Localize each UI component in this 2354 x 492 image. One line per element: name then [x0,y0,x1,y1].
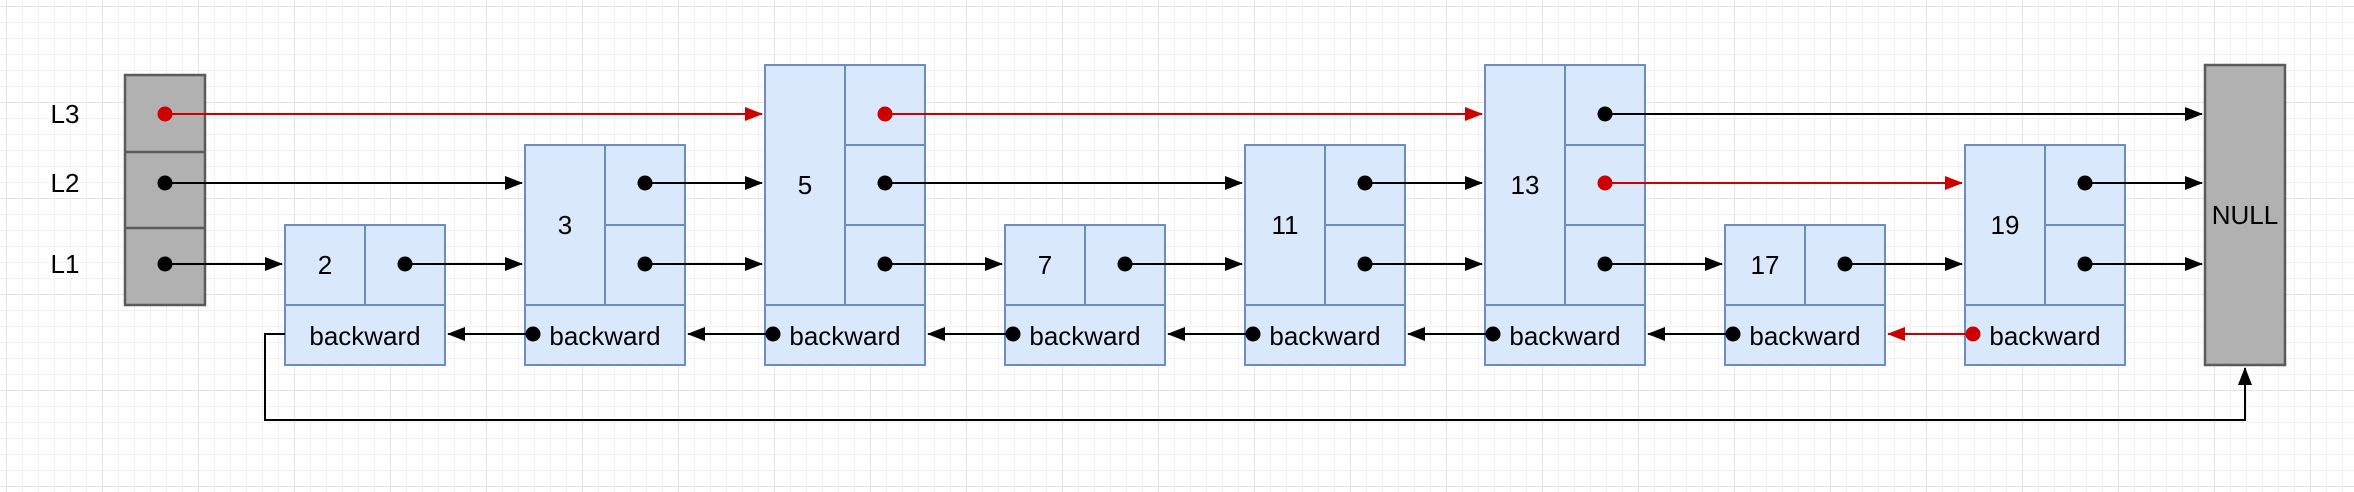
node-7-value-label: 7 [1038,250,1052,280]
node-3: 3 backward [524,144,686,366]
row-label-l1: L1 [51,249,80,279]
node-17: 17 backward [1724,224,1886,366]
skip-list-header [123,73,207,307]
node-5-value-label: 5 [798,170,812,200]
node-7: 7 backward [1004,224,1166,366]
node-11-backward-label: backward [1269,321,1380,351]
null-tail: NULL [2203,63,2287,367]
node-17-backward-label: backward [1749,321,1860,351]
node-13: 13 backward [1484,64,1646,366]
node-13-backward-label: backward [1509,321,1620,351]
node-17-value-label: 17 [1751,250,1780,280]
node-5-backward-label: backward [789,321,900,351]
node-2-value-label: 2 [318,250,332,280]
node-5: 5 backward [764,64,926,366]
node-3-value-label: 3 [558,210,572,240]
node-2: 2 backward [284,224,446,366]
node-11-value-label: 11 [1272,210,1299,240]
node-19-backward-label: backward [1989,321,2100,351]
row-label-l2: L2 [51,168,80,198]
null-box [2203,63,2287,367]
node-7-backward-label: backward [1029,321,1140,351]
node-13-value-label: 13 [1511,170,1540,200]
null-label: NULL [2212,200,2278,230]
node-3-backward-label: backward [549,321,660,351]
backward-arrow-2-to-null [264,333,2252,421]
node-19: 19 backward [1964,144,2126,366]
node-19-value-label: 19 [1991,210,2020,240]
node-2-backward-label: backward [309,321,420,351]
node-11: 11 backward [1244,144,1406,366]
row-label-l3: L3 [51,99,80,129]
